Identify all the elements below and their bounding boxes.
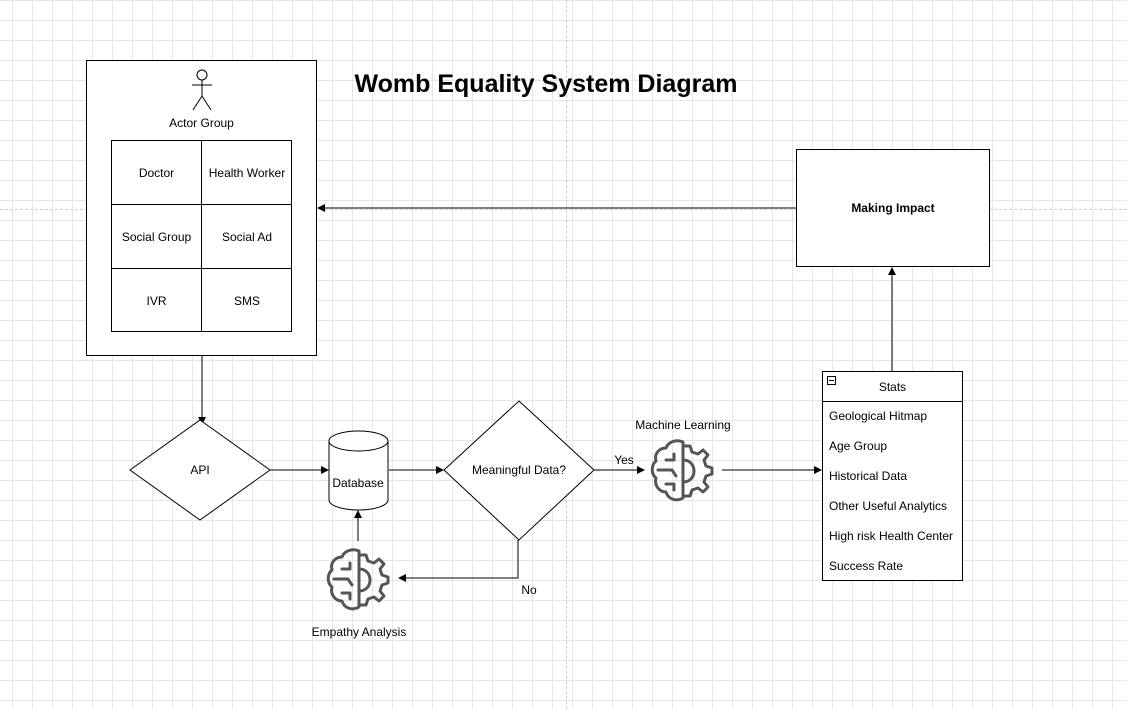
actor-cell-doctor[interactable]: Doctor: [112, 141, 202, 205]
actor-cell-social-ad[interactable]: Social Ad: [202, 205, 292, 269]
edge-decision-no-to-empathy: [398, 540, 519, 582]
actor-group-table[interactable]: Doctor Health Worker Social Group Social…: [111, 140, 292, 332]
stats-header[interactable]: Stats: [823, 372, 962, 402]
making-impact-box[interactable]: Making Impact: [796, 149, 990, 267]
making-impact-label: Making Impact: [851, 201, 935, 215]
diagram-title: Womb Equality System Diagram: [354, 70, 738, 98]
database-label: Database: [332, 476, 384, 490]
actor-cell-ivr[interactable]: IVR: [112, 269, 202, 332]
actor-cell-health-worker[interactable]: Health Worker: [202, 141, 292, 205]
collapse-icon[interactable]: [827, 376, 836, 385]
decision-diamond: [443, 400, 595, 541]
horizontal-guide-line: [0, 209, 1127, 210]
yes-edge-label: Yes: [614, 453, 634, 467]
stats-item-success-rate[interactable]: Success Rate: [829, 559, 904, 573]
stats-list[interactable]: Stats Geological Hitmap Age Group Histor…: [822, 371, 963, 581]
empathy-analysis-label: Empathy Analysis: [311, 625, 407, 639]
api-diamond: [129, 419, 271, 521]
stats-item-high-risk-health-center[interactable]: High risk Health Center: [829, 529, 954, 543]
actor-cell-sms[interactable]: SMS: [233, 293, 260, 308]
actor-cell-social-group[interactable]: Social Group: [112, 205, 202, 269]
stats-item-geological-hitmap[interactable]: Geological Hitmap: [829, 409, 928, 423]
vertical-guide-line: [566, 0, 567, 709]
stats-item-other-useful-analytics[interactable]: Other Useful Analytics: [829, 499, 948, 513]
api-label: API: [190, 463, 210, 477]
stats-item-historical-data[interactable]: Historical Data: [829, 469, 908, 483]
decision-label: Meaningful Data?: [471, 463, 567, 477]
stats-item-age-group[interactable]: Age Group: [829, 439, 888, 453]
machine-learning-label: Machine Learning: [635, 418, 731, 432]
database-cylinder: [328, 430, 389, 511]
actor-stick-figure-icon: [192, 69, 212, 111]
machine-learning-brain-gear-icon[interactable]: [644, 432, 722, 510]
no-edge-label: No: [521, 583, 537, 597]
stats-header-label: Stats: [878, 379, 907, 394]
actor-group-label: Actor Group: [169, 116, 234, 130]
empathy-analysis-brain-gear-icon[interactable]: [320, 541, 398, 619]
